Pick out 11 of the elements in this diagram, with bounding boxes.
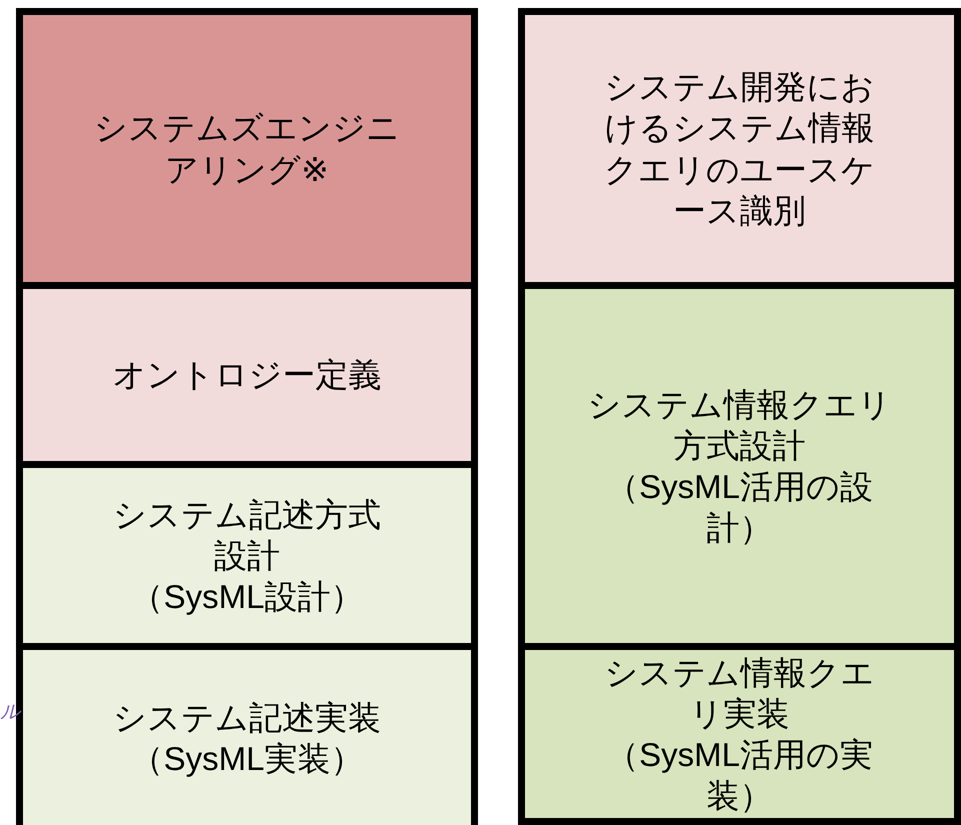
box-title: システム開発におけるシステム情報クエリのユースケース識別 xyxy=(603,67,876,231)
box-title: システム情報クエリ実装 xyxy=(604,652,876,734)
box-title: システム情報クエリ方式設計 xyxy=(586,384,892,466)
box-title: オントロジー定義 xyxy=(112,355,382,396)
box-title: システム記述実装 xyxy=(112,698,382,738)
box-subtitle: （SysML設計） xyxy=(130,577,364,618)
box-subtitle: （SysML活用の設計） xyxy=(605,467,874,548)
box-subtitle: （SysML活用の実装） xyxy=(605,735,874,816)
box-title: システム記述方式設計 xyxy=(112,494,382,576)
box-title: システムズエンジニアリング※ xyxy=(93,108,401,190)
box-subtitle: （SysML実装） xyxy=(130,739,364,779)
